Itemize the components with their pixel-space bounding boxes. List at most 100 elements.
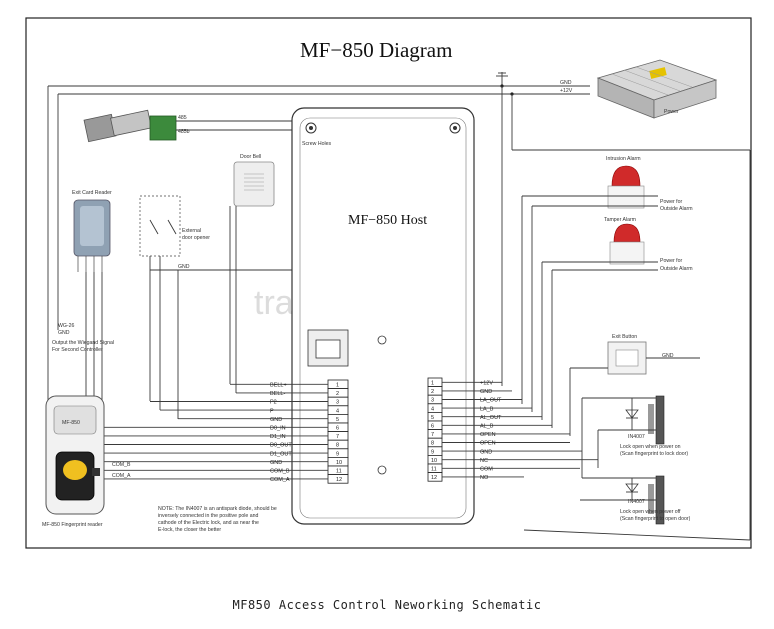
exit-button-switch: Exit Button GND (607, 334, 674, 375)
intrusion-alarm-label: Intrusion Alarm (606, 156, 641, 162)
right-terminal-label: +12V (480, 381, 493, 387)
right-terminal-wires (442, 381, 598, 478)
left-terminal-label: BELL+ (270, 383, 287, 389)
wiegand-line4: For Second Controller (52, 347, 103, 353)
left-terminal-number: 10 (336, 460, 342, 466)
fingerprint-label: MF-850 Fingerprint reader (42, 522, 103, 528)
note-line1: NOTE: The IN4007 is an antispark diode, … (158, 506, 277, 512)
left-terminal-label: P (270, 408, 274, 414)
psu-gnd-label: GND (560, 80, 572, 86)
left-terminal-label: COM_B (270, 469, 290, 475)
left-terminal-number: 4 (336, 408, 339, 414)
lock-power-on-label: Lock open when power on (620, 444, 681, 450)
lock-diode-2: IN4007 (628, 499, 645, 505)
exit-card-reader: Exit Card Reader (72, 190, 112, 272)
fingerprint-reader: MF-850 MF-850 Fingerprint reader (42, 395, 105, 528)
gnd-label: GND (178, 264, 190, 270)
wiegand-line3: Output the Wiegand Signal (52, 340, 114, 346)
psu-12v-label: +12V (560, 88, 573, 94)
wiegand-line1: WG-26 (58, 323, 75, 329)
right-terminal-label: LA_B (480, 406, 494, 412)
left-terminal-block: 1BELL+2BELL-3P24P5GND6D0_IN7D1_IN8D0_OUT… (270, 379, 349, 484)
com-a-label: COM_A (112, 473, 131, 479)
right-terminal-number: 4 (431, 406, 434, 412)
screw-holes-label: Screw Holes (302, 141, 332, 147)
fingerprint-screen-label: MF-850 (62, 420, 80, 426)
right-terminal-number: 12 (431, 475, 437, 481)
intrusion-alarm-line1: Power for (660, 199, 682, 205)
intrusion-alarm-line2: Outside Alarm (660, 206, 693, 212)
intrusion-alarm: Intrusion Alarm Power for Outside Alarm (606, 156, 693, 212)
tamper-alarm: Tamper Alarm Power for Outside Alarm (604, 217, 693, 272)
right-terminal-number: 9 (431, 449, 434, 455)
converter-485b-label: 485b (178, 129, 190, 135)
com-b-label: COM_B (112, 462, 131, 468)
caption: MF850 Access Control Neworking Schematic (232, 598, 542, 612)
tamper-alarm-label: Tamper Alarm (604, 217, 636, 223)
diagram-title: MF−850 Diagram (300, 38, 452, 62)
right-terminal-label: OPEN (480, 432, 496, 438)
left-terminal-number: 8 (336, 443, 339, 449)
ground-icon (496, 72, 508, 86)
converter-485-label: 485 (178, 115, 187, 121)
right-terminal-label: GND (480, 389, 492, 395)
card-reader-label: Exit Card Reader (72, 190, 112, 196)
lock-power-on-sub: (Scan fingerprint to lock door) (620, 451, 688, 457)
left-terminal-number: 9 (336, 451, 339, 457)
right-terminal-number: 8 (431, 441, 434, 447)
tamper-alarm-line2: Outside Alarm (660, 266, 693, 272)
door-opener-line2: door opener (182, 235, 210, 241)
door-bell-label: Door Bell (240, 154, 261, 160)
left-terminal-label: P2 (270, 400, 277, 406)
right-terminal-label: OPEN (480, 441, 496, 447)
right-terminal-label: AL_B (480, 424, 494, 430)
right-terminal-label: NC (480, 458, 488, 464)
right-terminal-number: 6 (431, 424, 434, 430)
left-terminal-label: D1_OUT (270, 451, 292, 457)
exit-button-label: Exit Button (612, 334, 637, 340)
right-terminal-label: GND (480, 449, 492, 455)
right-terminal-label: LA_OUT (480, 398, 502, 404)
right-terminal-label: COM (480, 467, 493, 473)
note-line2: inversely connected in the positive pole… (158, 513, 258, 519)
right-terminal-label: AL_OUT (480, 415, 502, 421)
left-terminal-number: 11 (336, 469, 342, 475)
note-line3: cathode of the Electric lock, and as nea… (158, 520, 259, 526)
power-supply-label: Power (664, 109, 679, 115)
left-terminal-label: BELL- (270, 391, 285, 397)
lock-diode-1: IN4007 (628, 434, 645, 440)
left-terminal-number: 12 (336, 477, 342, 483)
left-terminal-label: D0_OUT (270, 443, 292, 449)
door-bell: Door Bell (233, 154, 275, 207)
left-terminal-label: COM_A (270, 477, 290, 483)
left-terminal-number: 5 (336, 417, 339, 423)
host-label: MF−850 Host (348, 213, 427, 228)
right-terminal-number: 3 (431, 398, 434, 404)
door-opener-line1: External (182, 228, 201, 234)
lock-power-off-sub: (Scan fingerprint to open door) (620, 516, 691, 522)
right-terminal-number: 5 (431, 415, 434, 421)
tamper-alarm-line1: Power for (660, 258, 682, 264)
wiegand-line2: GND (58, 330, 70, 336)
left-terminal-label: D0_IN (270, 426, 286, 432)
left-terminal-label: GND (270, 460, 282, 466)
lock-power-off-label: Lock open when power off (620, 509, 681, 515)
left-terminal-label: GND (270, 417, 282, 423)
left-terminal-wires (48, 206, 328, 480)
exit-button-gnd: GND (662, 353, 674, 359)
left-terminal-number: 2 (336, 391, 339, 397)
left-terminal-number: 1 (336, 383, 339, 389)
right-terminal-number: 10 (431, 458, 437, 464)
power-supply: Power (596, 59, 718, 119)
right-terminal-label: NO (480, 475, 489, 481)
right-terminal-number: 11 (431, 467, 437, 473)
rs485-converter: 485 485b (83, 109, 190, 143)
right-terminal-number: 1 (431, 381, 434, 387)
right-terminal-number: 7 (431, 432, 434, 438)
left-terminal-label: D1_IN (270, 434, 286, 440)
lock-power-on: IN4007 Lock open when power on (Scan fin… (620, 395, 688, 457)
right-terminal-number: 2 (431, 389, 434, 395)
note-line4: E-lock, the closer the better (158, 527, 221, 533)
